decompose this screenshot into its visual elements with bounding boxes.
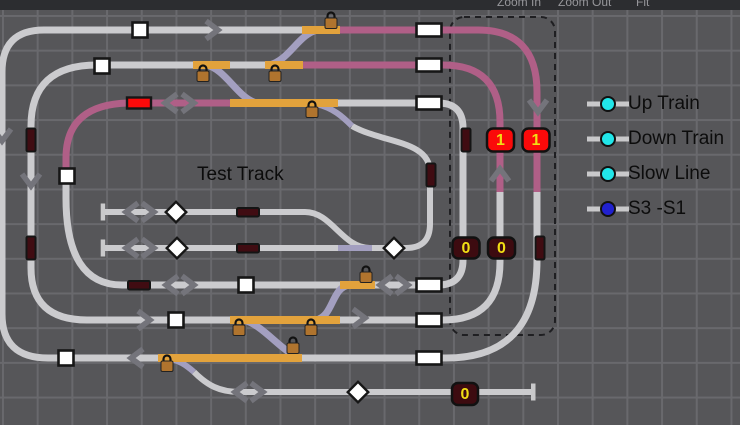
padlock-icon: [285, 336, 301, 355]
track-middle-loop-right-lower: [338, 190, 504, 324]
svg-text:0: 0: [497, 240, 506, 257]
track-row-b-right-pink: [303, 61, 504, 192]
buffer-stop-icon: [100, 239, 106, 257]
zoom-out-button[interactable]: Zoom Out: [558, 0, 612, 9]
track-inner-loop-left-lower: [62, 178, 342, 289]
fit-button[interactable]: Fit: [636, 0, 650, 9]
signal-head-icon[interactable]: [460, 127, 472, 153]
turnout-state-icon[interactable]: [58, 167, 76, 185]
legend-label: Down Train: [628, 128, 725, 149]
block-sensor-icon[interactable]: [415, 57, 443, 73]
track-yard-stub: [191, 369, 533, 395]
track-crossover-b-c: [204, 61, 259, 107]
turnout-state-icon[interactable]: [131, 21, 149, 39]
buffer-stop-icon: [100, 203, 106, 221]
selection-outline: [449, 16, 556, 336]
signal-head-icon[interactable]: [25, 235, 37, 261]
track-outer-loop-right-lower: [300, 190, 541, 362]
train-sensor-dot-icon[interactable]: [600, 96, 616, 112]
track-inner-loop-right-lower: [373, 190, 467, 289]
route-sensor-dot-icon[interactable]: [600, 201, 616, 217]
train-sensor-dot-icon[interactable]: [600, 166, 616, 182]
legend-item-s3-s1: S3 -S1: [586, 199, 686, 219]
padlock-icon: [358, 265, 374, 284]
track-row-c-left-pink: [62, 99, 230, 172]
train-sensor-dot-icon[interactable]: [600, 131, 616, 147]
turnout-unknown-icon[interactable]: [382, 236, 406, 261]
track-outer-loop-left: [0, 26, 302, 362]
turnout-state-icon[interactable]: [167, 311, 185, 329]
track-row-a-right-pink: [340, 26, 541, 192]
occupied-sensor-icon[interactable]: [125, 96, 153, 110]
sensor-badge-inner-loop[interactable]: 0: [451, 236, 481, 260]
legend-item-up-train: Up Train: [586, 94, 700, 114]
block-sensor-icon[interactable]: [415, 95, 443, 111]
svg-text:0: 0: [461, 386, 470, 403]
svg-text:1: 1: [496, 132, 505, 149]
legend-item-slow-line: Slow Line: [586, 164, 710, 184]
signal-badge-down-line[interactable]: 1: [521, 127, 551, 153]
track-crossover-a-b: [267, 26, 319, 69]
block-sensor-icon[interactable]: [415, 312, 443, 328]
signal-head-icon[interactable]: [236, 243, 260, 254]
signal-head-icon[interactable]: [425, 162, 437, 188]
toolbar: Zoom In Zoom Out Fit: [0, 0, 740, 10]
track-siding-riser: [350, 123, 433, 251]
sensor-badge-middle-loop[interactable]: 0: [486, 236, 517, 260]
legend-label: Up Train: [628, 93, 700, 114]
turnout-state-icon[interactable]: [237, 276, 255, 294]
legend-label: Slow Line: [628, 163, 711, 184]
track-crossover-d-e: [314, 281, 351, 324]
buffer-stop-icon: [531, 383, 536, 401]
track-inner-loop-right-upper: [338, 99, 467, 192]
turnout-state-icon[interactable]: [93, 57, 111, 75]
block-sensor-icon[interactable]: [415, 277, 443, 293]
turnout-state-icon[interactable]: [57, 349, 75, 367]
legend-label: S3 -S1: [628, 198, 687, 219]
sensor-badge-yard-stub[interactable]: 0: [450, 381, 480, 407]
track-branch-c-riser: [315, 101, 355, 129]
legend-item-down-train: Down Train: [586, 129, 724, 149]
block-sensor-icon[interactable]: [415, 22, 443, 38]
turnout-unknown-icon[interactable]: [346, 380, 370, 405]
block-sensor-icon[interactable]: [415, 350, 443, 366]
panel-title: Test Track: [197, 164, 284, 185]
turnout-unknown-icon[interactable]: [165, 236, 189, 261]
signal-head-icon[interactable]: [534, 235, 546, 261]
signal-head-icon[interactable]: [236, 207, 260, 218]
svg-text:1: 1: [532, 132, 541, 149]
zoom-in-button[interactable]: Zoom In: [497, 0, 542, 9]
signal-badge-up-line[interactable]: 1: [485, 127, 516, 153]
signal-head-icon[interactable]: [127, 280, 151, 291]
track-middle-loop-left: [27, 61, 232, 324]
signal-head-icon[interactable]: [25, 127, 37, 153]
turnout-unknown-icon[interactable]: [164, 200, 188, 225]
padlock-icon: [323, 11, 339, 30]
svg-text:0: 0: [462, 240, 471, 257]
